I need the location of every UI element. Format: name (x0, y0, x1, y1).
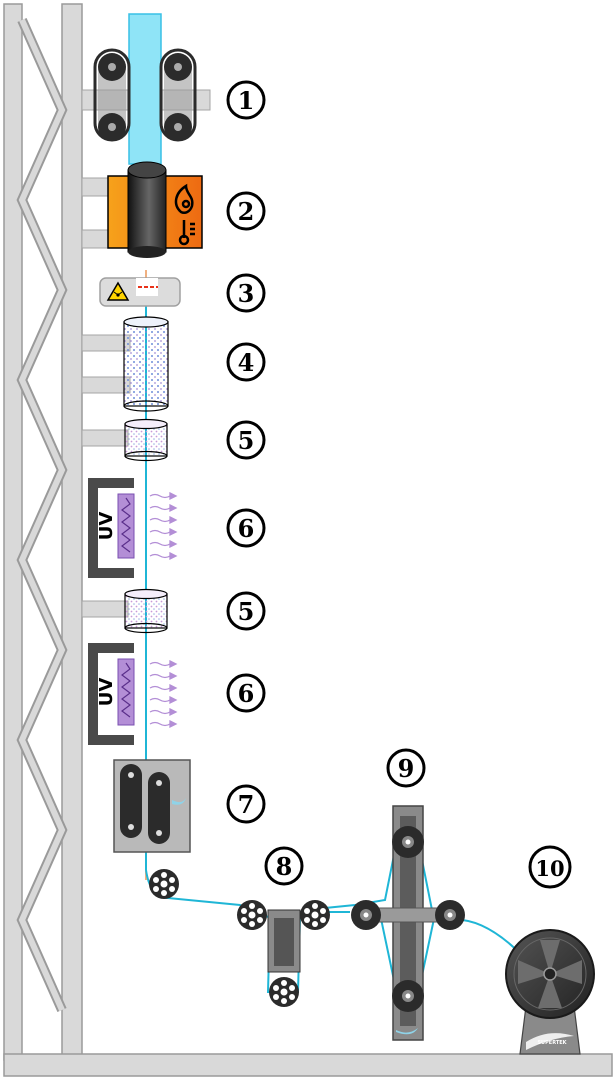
optical-fiber-path (145, 270, 541, 999)
dancer-pulley-right (300, 900, 330, 930)
brand-swoosh-icon-spool (526, 1033, 574, 1050)
take-up-spool: SUPERTEK (505, 929, 595, 1055)
step-6b-number: 6 (238, 679, 255, 708)
brand-label: SUPERTEK (537, 1040, 567, 1046)
capstan-unit (113, 759, 191, 853)
step-5a-number: 5 (238, 426, 255, 455)
step-3-label: 3 (226, 273, 266, 313)
step-4-label: 4 (226, 342, 266, 382)
step-4-number: 4 (238, 348, 255, 377)
tension-dancer (237, 900, 330, 1007)
coating-applicator-1 (124, 418, 168, 462)
tower-frame (3, 3, 613, 1077)
flame-icon (174, 183, 194, 214)
step-9-label: 9 (386, 748, 426, 788)
uv-label-2: UV (96, 678, 117, 707)
step-2-number: 2 (238, 197, 255, 226)
dancer-pulley-bottom (269, 977, 299, 1007)
step-10-label: 10 (528, 845, 572, 889)
step-6a-label: 6 (226, 508, 266, 548)
step-7-number: 7 (238, 790, 255, 819)
step-6a-number: 6 (238, 514, 255, 543)
step-10-number: 10 (535, 856, 564, 881)
step-7-label: 7 (226, 784, 266, 824)
step-9-number: 9 (398, 754, 415, 783)
step-8-number: 8 (276, 852, 293, 881)
preform-feed-unit (93, 13, 197, 165)
thermometer-icon (178, 220, 195, 246)
uv-curing-lamp-2: UV (88, 643, 178, 745)
cooling-tube (123, 316, 169, 412)
accumulator-swoosh-icon (396, 1028, 418, 1035)
step-1-number: 1 (238, 86, 255, 115)
uv-label-1: UV (96, 512, 117, 541)
step-labels: 1 2 3 4 5 6 5 6 (226, 80, 572, 889)
brand-swoosh-icon (172, 798, 186, 805)
accumulator-unit (351, 805, 465, 1041)
dancer-pulley-left (237, 900, 267, 930)
step-3-number: 3 (238, 279, 255, 308)
laser-warning-icon (106, 281, 130, 301)
step-5b-label: 5 (226, 591, 266, 631)
step-1-label: 1 (226, 80, 266, 120)
laser-diameter-gauge (99, 277, 181, 307)
step-5b-number: 5 (238, 597, 255, 626)
step-8-label: 8 (264, 846, 304, 886)
uv-curing-lamp-1: UV (88, 478, 178, 578)
glass-preform (128, 13, 162, 165)
step-5a-label: 5 (226, 420, 266, 460)
step-2-label: 2 (226, 191, 266, 231)
coating-applicator-2 (124, 588, 168, 634)
step-6b-label: 6 (226, 673, 266, 713)
guide-pulley (149, 869, 179, 899)
draw-furnace (107, 161, 203, 258)
